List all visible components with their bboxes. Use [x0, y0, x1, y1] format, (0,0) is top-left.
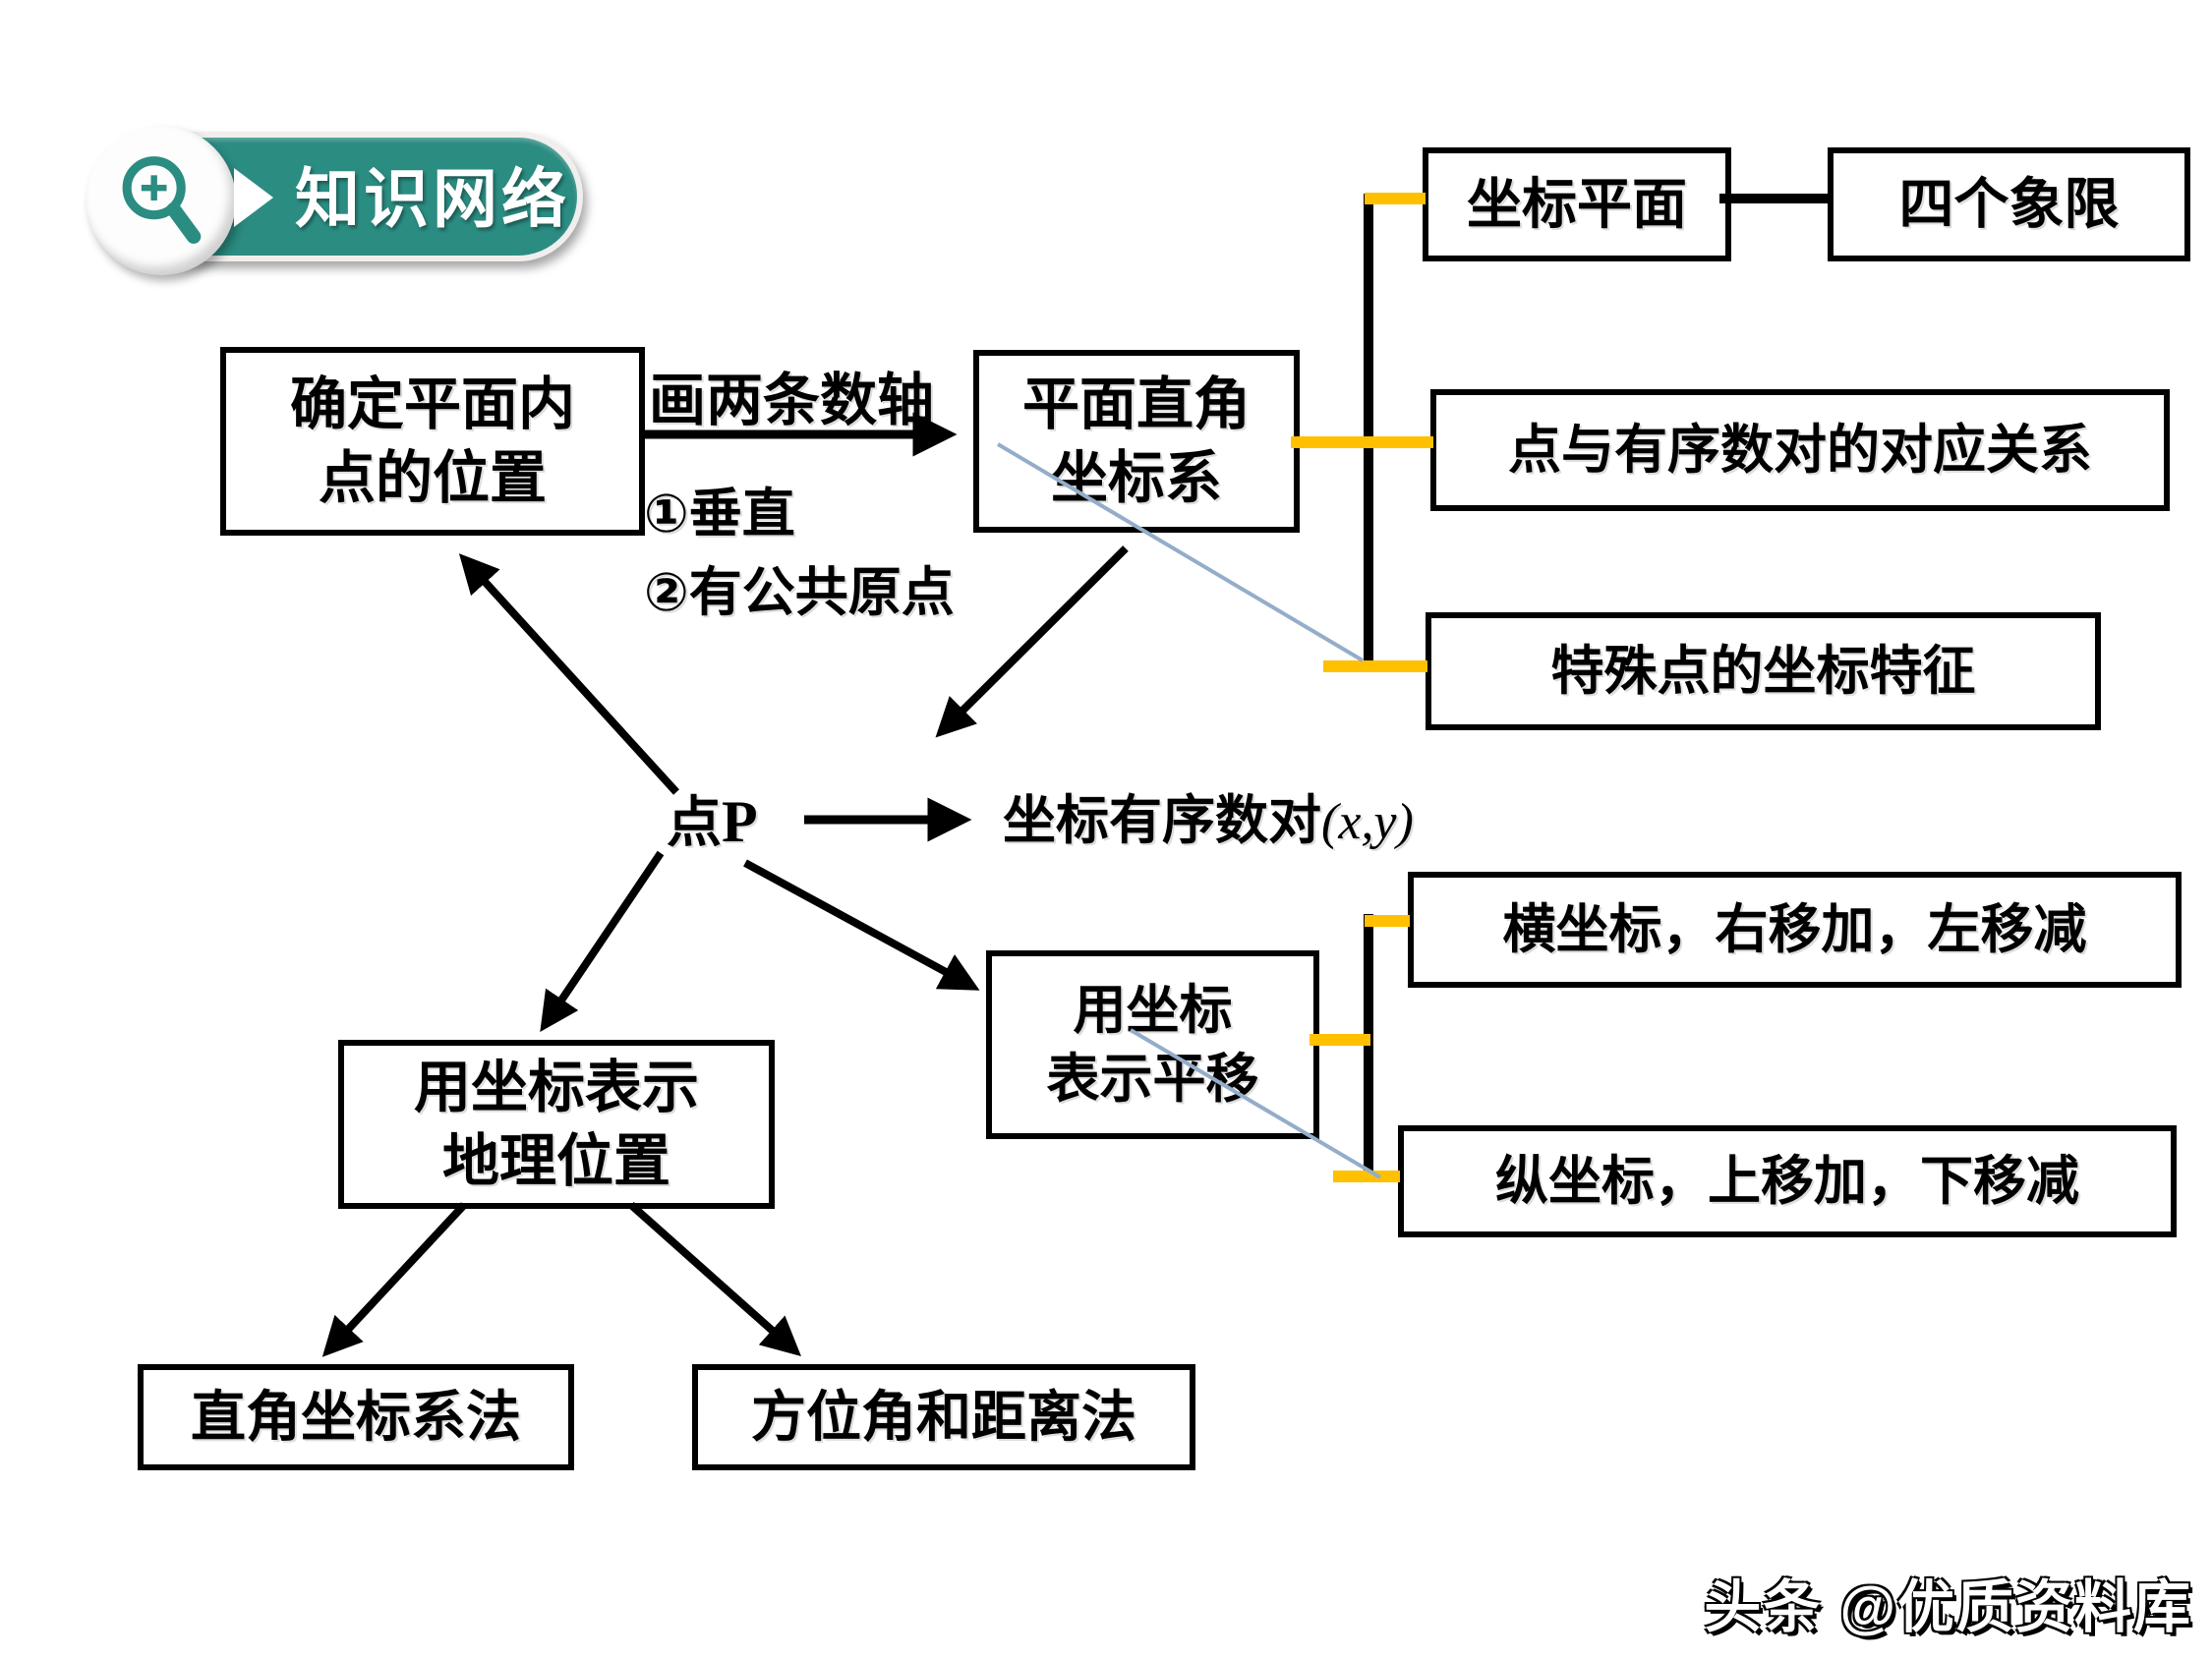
node-geographic-position-by-coordinates: 用坐标表示 地理位置 [338, 1040, 775, 1209]
node-four-quadrants: 四个象限 [1828, 147, 2190, 261]
arrow-geo-to-rect-method [321, 1202, 467, 1357]
knowledge-network-badge: 知识网络 [87, 126, 583, 275]
watermark: 头条 @优质资料库 [1704, 1575, 2192, 1639]
badge-label: 知识网络 [295, 162, 570, 235]
label-step1-perpendicular: ①垂直 [644, 485, 795, 543]
magnifier-zoom-icon [87, 126, 236, 275]
arrow-geo-to-bearing-method [628, 1202, 801, 1356]
node-rectangular-coordinate-method: 直角坐标系法 [138, 1364, 574, 1470]
label-step2-common-origin: ②有公共原点 [644, 563, 955, 622]
node-point-ordered-pair-correspondence: 点与有序数对的对应关系 [1430, 389, 2170, 511]
label-ordered-pair-xy: 坐标有序数对(x,y) [1003, 791, 1414, 850]
node-translation-by-coordinates: 用坐标 表示平移 [986, 950, 1319, 1139]
node-bearing-distance-method: 方位角和距离法 [692, 1364, 1195, 1470]
badge-chevron-icon [234, 168, 273, 227]
node-rectangular-coordinate-system: 平面直角 坐标系 [973, 350, 1300, 533]
arrow-point-p-to-geo-position [540, 850, 665, 1032]
label-xy-italic: (x,y) [1321, 794, 1414, 850]
node-coordinate-plane: 坐标平面 [1423, 147, 1731, 261]
arrow-system-to-point-p [935, 545, 1129, 738]
arrow-point-p-to-translation [743, 859, 980, 991]
node-y-shift-rule: 纵坐标，上移加，下移减 [1398, 1125, 2177, 1237]
node-locate-point-in-plane: 确定平面内 点的位置 [220, 347, 645, 536]
node-x-shift-rule: 横坐标，右移加，左移减 [1408, 872, 2182, 988]
node-special-points-coordinate-features: 特殊点的坐标特征 [1426, 612, 2101, 730]
label-point-p: 点P [667, 789, 758, 854]
label-point-p-letter: P [722, 789, 758, 854]
label-draw-two-axes: 画两条数轴 [649, 369, 935, 432]
